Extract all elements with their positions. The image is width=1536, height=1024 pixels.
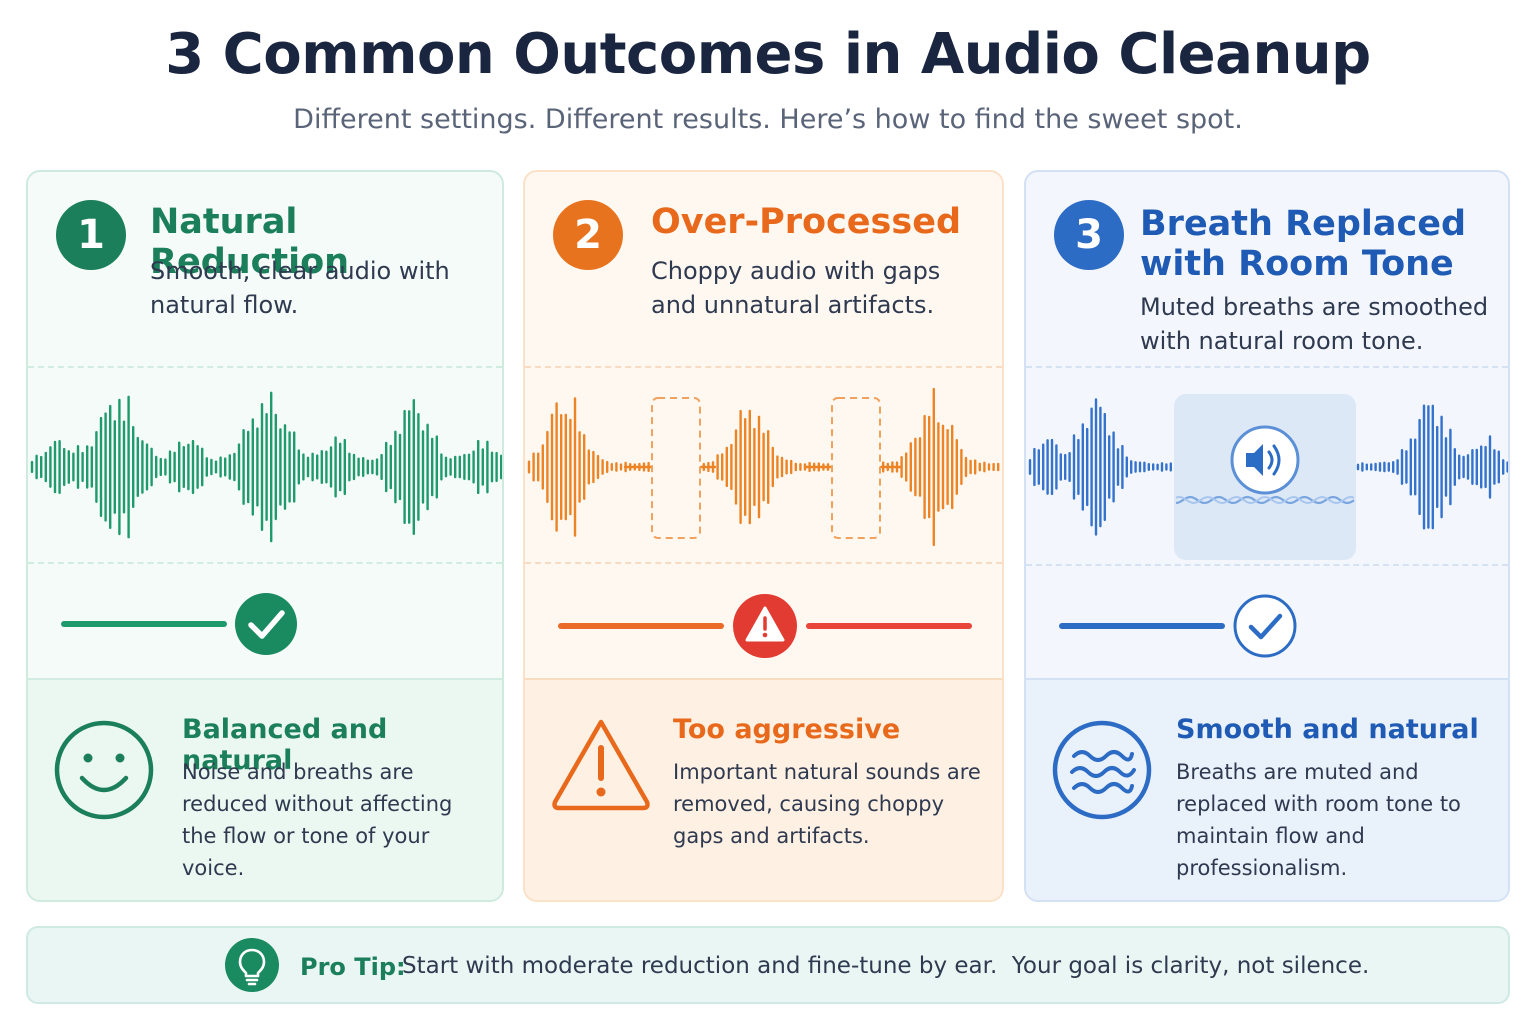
result-text: Breaths are muted and replaced with room… <box>1176 760 1461 880</box>
result-text: Important natural sounds are removed, ca… <box>673 760 981 848</box>
status-line <box>558 594 972 658</box>
card-description: Smooth, clear audio with natural flow. <box>150 257 450 319</box>
waveform-room-tone <box>1028 394 1508 560</box>
result-title: Balanced and natural <box>182 714 388 776</box>
warning-triangle-icon <box>552 719 650 811</box>
result-title: Too aggressive <box>673 714 901 745</box>
status-line <box>1059 594 1473 658</box>
card-number-badge: 1 <box>56 200 126 270</box>
card-over-processed: 2 Over-Processed Choppy audio with gaps … <box>523 170 1004 902</box>
lightbulb-icon <box>225 938 279 992</box>
waves-icon <box>1052 720 1152 820</box>
page-title: 3 Common Outcomes in Audio Cleanup <box>165 22 1371 87</box>
check-outline-icon <box>1233 594 1297 658</box>
result-panel: Balanced and natural Noise and breaths a… <box>28 678 502 900</box>
waveform-over-processed <box>527 387 1000 547</box>
pro-tip-label: Pro Tip: <box>300 953 406 981</box>
speaker-icon <box>1230 425 1300 495</box>
divider <box>28 562 502 564</box>
card-number-badge: 2 <box>553 200 623 270</box>
waveform-natural <box>30 391 502 543</box>
gap-marker <box>831 397 881 539</box>
result-text: Noise and breaths are reduced without af… <box>182 760 453 880</box>
divider <box>28 366 502 368</box>
page-subtitle: Different settings. Different results. H… <box>293 104 1243 135</box>
pro-tip-banner: Pro Tip: Start with moderate reduction a… <box>26 926 1510 1004</box>
card-title: Natural Reduction <box>150 202 350 282</box>
warning-icon <box>733 594 797 658</box>
result-title: Smooth and natural <box>1176 714 1479 745</box>
room-tone-wave <box>1175 495 1355 505</box>
card-description: Muted breaths are smoothed with natural … <box>1140 293 1489 355</box>
card-title: Over-Processed <box>651 202 961 242</box>
smiley-icon <box>54 720 154 820</box>
status-line <box>61 593 473 655</box>
check-icon <box>235 593 297 655</box>
card-natural-reduction: 1 Natural Reduction Smooth, clear audio … <box>26 170 504 902</box>
result-panel: Too aggressive Important natural sounds … <box>525 678 1002 900</box>
card-title: Breath Replaced with Room Tone <box>1140 204 1467 284</box>
card-number-badge: 3 <box>1054 200 1124 270</box>
divider <box>525 366 1002 368</box>
card-breath-replaced: 3 Breath Replaced with Room Tone Muted b… <box>1024 170 1510 902</box>
divider <box>525 562 1002 564</box>
pro-tip-text: Start with moderate reduction and fine-t… <box>402 953 1370 979</box>
result-panel: Smooth and natural Breaths are muted and… <box>1026 678 1508 900</box>
gap-marker <box>651 397 701 539</box>
divider <box>1026 366 1508 368</box>
card-description: Choppy audio with gaps and unnatural art… <box>651 257 941 319</box>
divider <box>1026 564 1508 566</box>
